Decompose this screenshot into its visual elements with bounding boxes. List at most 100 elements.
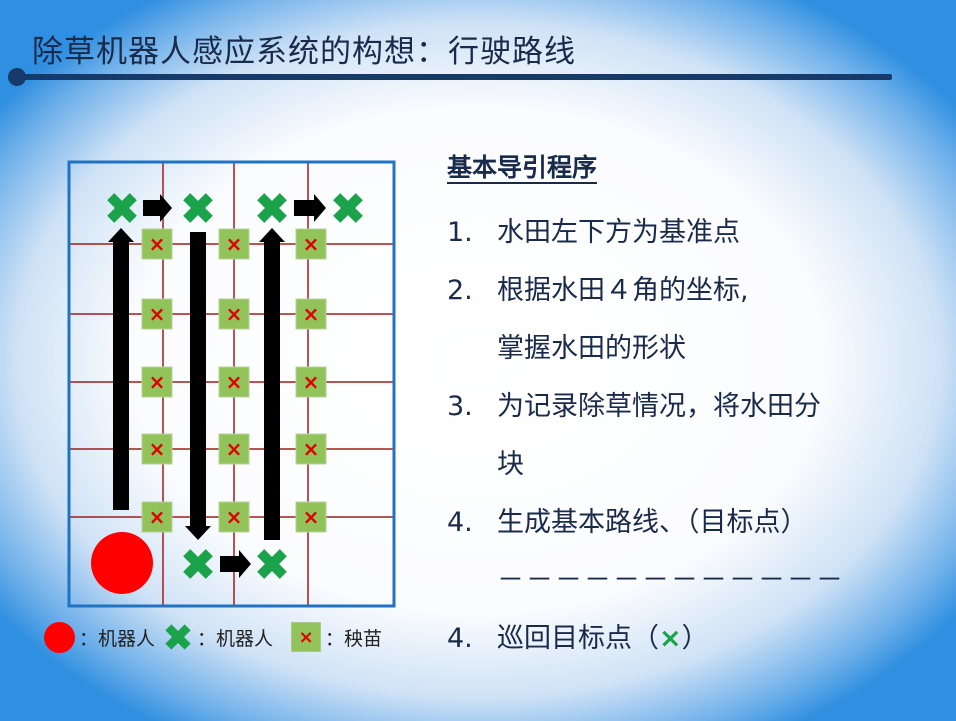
legend: ：机器人 ：机器人 × ：秧苗 <box>44 620 382 654</box>
path-arrow-right-head <box>239 550 251 578</box>
seedling-box <box>141 366 173 398</box>
dash-separator: －－－－－－－－－－－－ <box>497 565 845 596</box>
seedling-mark: × <box>149 505 166 529</box>
seedling: × <box>295 501 327 533</box>
seedling: × <box>218 501 250 533</box>
seedling-box <box>218 298 250 330</box>
target-x-icon <box>257 549 287 579</box>
seedling: × <box>141 366 173 398</box>
seedling-mark: × <box>303 437 320 461</box>
list-text: 根据水田４角的坐标, <box>497 275 749 306</box>
seedling-icon: × <box>291 622 322 652</box>
path-arrow-down-shaft <box>190 232 206 528</box>
path-arrow-down-head <box>185 526 211 540</box>
seedling-box <box>141 298 173 330</box>
seedling: × <box>141 298 173 330</box>
list-text: 水田左下方为基准点 <box>497 217 740 248</box>
target-point-layer <box>107 193 363 579</box>
list-item: 4. 巡回目标点（×） <box>447 610 947 668</box>
seedling-box <box>295 501 327 533</box>
list-item-continuation: 掌握水田的形状 <box>497 333 686 364</box>
seedling-box <box>141 501 173 533</box>
seedling-mark: × <box>226 437 243 461</box>
seedling: × <box>218 228 250 260</box>
title-bullet-dot <box>8 68 26 86</box>
seedling-mark: × <box>149 302 166 326</box>
seedling-box <box>295 366 327 398</box>
seedling: × <box>218 298 250 330</box>
seedling-mark: × <box>149 370 166 394</box>
list-text-before: 巡回目标点（ <box>497 623 659 654</box>
legend-target-label: ：机器人 <box>197 627 274 650</box>
panel-heading: 基本导引程序 <box>447 153 598 182</box>
title-underline <box>18 74 892 80</box>
seedling-mark: × <box>303 505 320 529</box>
list-text-after: ） <box>681 623 709 654</box>
target-x-icon <box>165 624 191 650</box>
list-item: 2. 根据水田４角的坐标, <box>447 262 947 320</box>
path-arrow-up-shaft <box>264 240 280 540</box>
guidance-panel: 基本导引程序 1. 水田左下方为基准点 2. 根据水田４角的坐标, 掌握水田的形… <box>447 148 947 668</box>
list-item: 3. 为记录除草情况，将水田分 <box>447 378 947 436</box>
list-text: 生成基本路线、（目标点） <box>497 507 808 538</box>
seedling-layer: × × × × × × × × × × × × × × × <box>141 228 327 533</box>
seedling-mark: × <box>149 232 166 256</box>
seedling-box <box>218 501 250 533</box>
path-arrow-right-head <box>160 194 172 222</box>
path-arrow-right-shaft <box>143 200 162 216</box>
seedling-mark: × <box>149 437 166 461</box>
robot-path-layer <box>108 194 326 578</box>
target-x-icon <box>107 193 137 223</box>
seedling-box <box>218 366 250 398</box>
seedling: × <box>141 228 173 260</box>
path-arrow-up-shaft <box>113 240 129 510</box>
seedling-mark: × <box>226 505 243 529</box>
list-item: 1. 水田左下方为基准点 <box>447 204 947 262</box>
list-item-continuation: 块 <box>497 449 524 480</box>
field-border <box>67 160 396 608</box>
paddy-field-diagram: × × × × × × × × × × × × × × × <box>67 160 396 608</box>
seedling: × <box>295 433 327 465</box>
robot-icon <box>44 621 75 653</box>
list-number: 1. <box>447 217 473 248</box>
seedling-mark: × <box>303 232 320 256</box>
seedling-box <box>295 298 327 330</box>
seedling-box <box>295 433 327 465</box>
list-number: 2. <box>447 275 473 306</box>
path-arrow-up-head <box>259 228 285 242</box>
seedling-box <box>141 228 173 260</box>
list-item: 4. 生成基本路线、（目标点） <box>447 494 947 552</box>
list-number: 4. <box>447 507 473 538</box>
robot-start-icon <box>91 532 153 594</box>
seedling-mark: × <box>226 232 243 256</box>
path-arrow-right-shaft <box>294 200 316 216</box>
legend-robot-label: ：机器人 <box>79 627 156 650</box>
target-x-icon <box>257 193 287 223</box>
seedling-mark: × <box>226 302 243 326</box>
seedling: × <box>295 366 327 398</box>
seedling-box <box>218 433 250 465</box>
target-x-icon <box>183 549 213 579</box>
list-number: 4. <box>447 623 473 654</box>
target-x-icon <box>333 193 363 223</box>
path-arrow-up-head <box>108 228 134 242</box>
seedling-box <box>218 228 250 260</box>
seedling-mark: × <box>303 370 320 394</box>
seedling: × <box>218 366 250 398</box>
slide-title: 除草机器人感应系统的构想：行驶路线 <box>32 34 576 70</box>
legend-seedling-label: ：秧苗 <box>325 627 383 650</box>
path-arrow-right-shaft <box>220 556 241 572</box>
seedling-mark: × <box>303 302 320 326</box>
target-x-icon <box>183 193 213 223</box>
seedling-box <box>141 433 173 465</box>
path-arrow-right-head <box>314 194 326 222</box>
seedling: × <box>295 298 327 330</box>
list-text: 巡回目标点（×） <box>497 610 947 668</box>
seedling: × <box>141 501 173 533</box>
target-x-mark: × <box>659 623 682 654</box>
seedling: × <box>141 433 173 465</box>
list-number: 3. <box>447 391 473 422</box>
list-text: 为记录除草情况，将水田分 <box>497 391 821 422</box>
seedling-box <box>295 228 327 260</box>
seedling: × <box>218 433 250 465</box>
